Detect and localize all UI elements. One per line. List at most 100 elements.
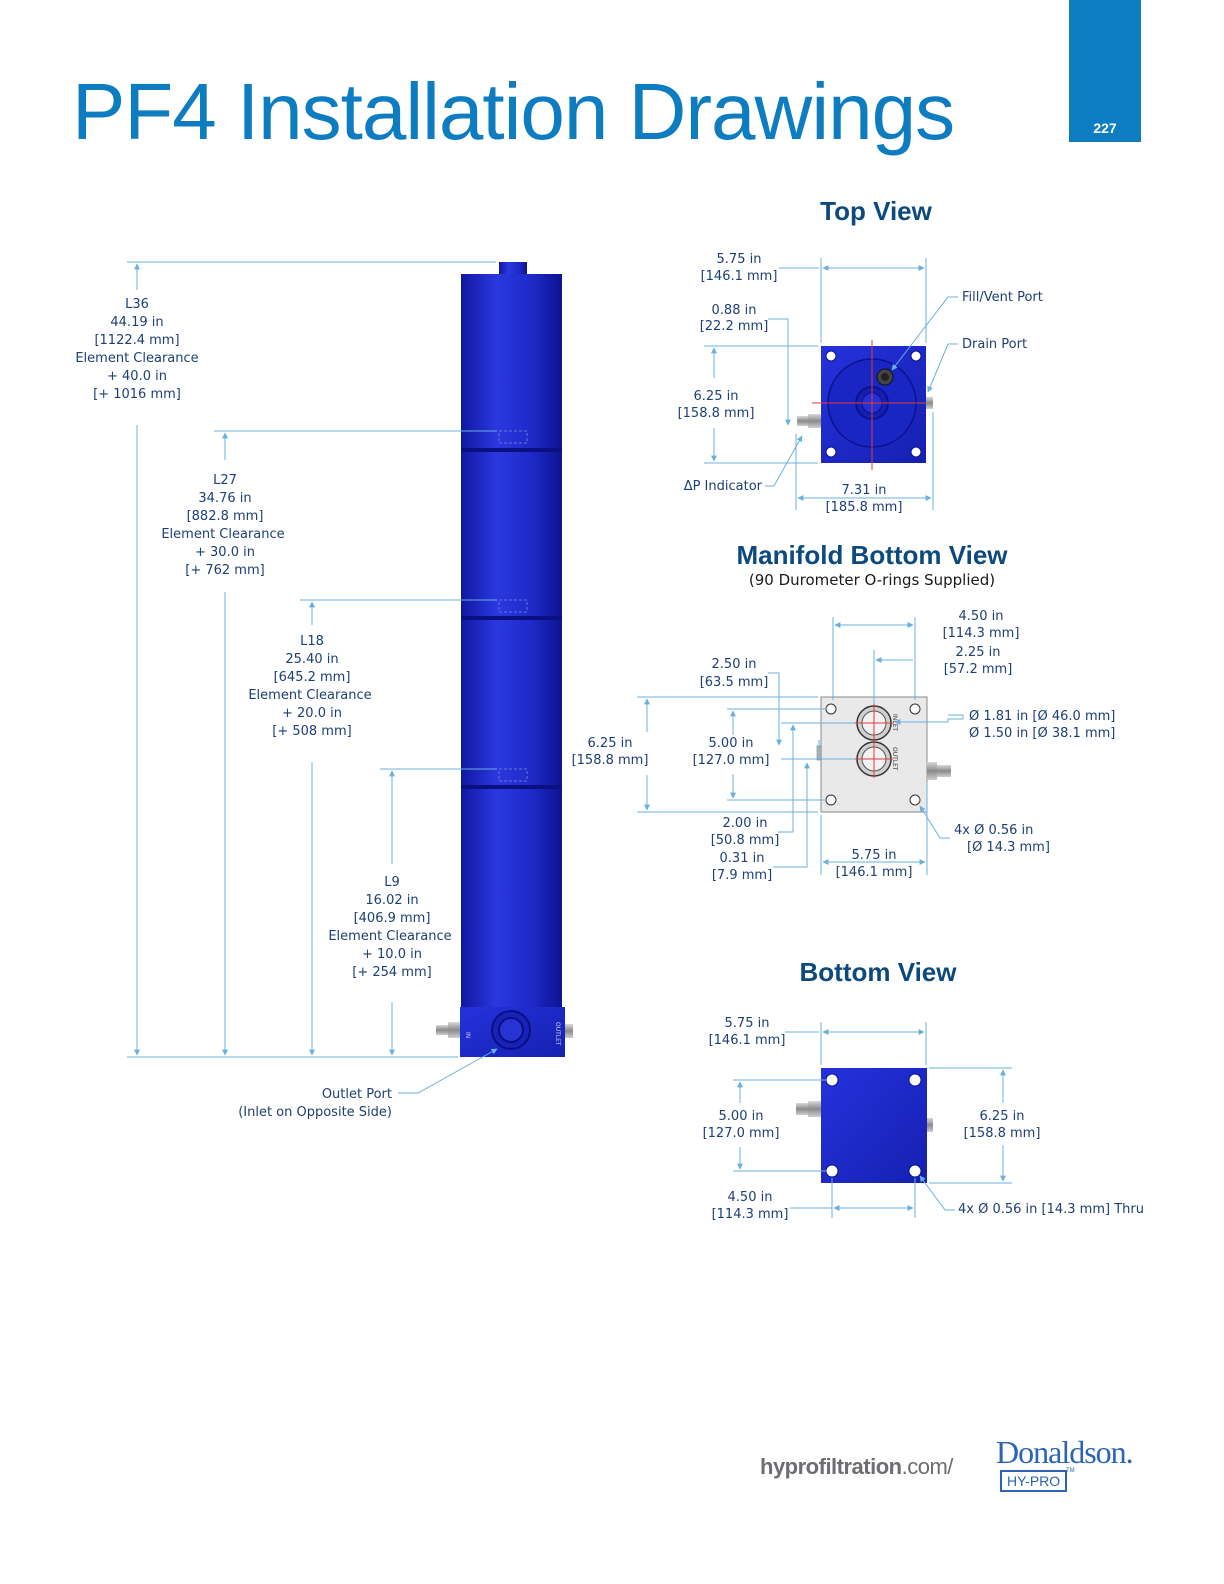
top-height-mm: [158.8 mm]	[678, 406, 755, 421]
l9-clearance: + 10.0 in	[362, 947, 422, 962]
outlet-port-callout: Outlet Port (Inlet on Opposite Side)	[238, 1087, 392, 1120]
bottom-d450-mm: [114.3 mm]	[712, 1207, 789, 1222]
housing-engraving-in: IN	[464, 1032, 471, 1038]
manifold-d625-in: 6.25 in	[588, 736, 633, 751]
top-width-in: 5.75 in	[717, 252, 762, 267]
manifold-d575-in: 5.75 in	[852, 848, 897, 863]
l36-clearance-mm: [+ 1016 mm]	[93, 387, 181, 402]
top-overall-mm: [185.8 mm]	[826, 500, 903, 515]
bottom-width-in: 5.75 in	[725, 1016, 770, 1031]
l27-label: L27	[213, 473, 237, 488]
l36-label: L36	[125, 297, 149, 312]
bottom-view-dimension-lines	[733, 1022, 1012, 1218]
counterbore-diameter: Ø 1.81 in [Ø 46.0 mm]	[969, 709, 1115, 724]
manifold-d031-in: 0.31 in	[720, 851, 765, 866]
manifold-view-title: Manifold Bottom View	[736, 540, 1008, 570]
top-view: Top View	[678, 196, 1043, 515]
l18-clearance: + 20.0 in	[282, 706, 342, 721]
l27-length-mm: [882.8 mm]	[187, 509, 264, 524]
manifold-d500-mm: [127.0 mm]	[693, 753, 770, 768]
top-view-dimension-lines	[704, 258, 958, 510]
manifold-holes-mm: [Ø 14.3 mm]	[967, 840, 1050, 855]
filter-housing: IN OUTLET	[436, 262, 573, 1057]
manifold-d031-mm: [7.9 mm]	[712, 868, 772, 883]
manifold-d200-mm: [50.8 mm]	[711, 833, 780, 848]
outlet-port: OUTLET	[855, 740, 898, 778]
fill-vent-port-label: Fill/Vent Port	[962, 290, 1043, 305]
l18-label: L18	[300, 634, 324, 649]
housing-engraving-outlet: OUTLET	[554, 1022, 561, 1046]
drain-port-label: Drain Port	[962, 337, 1027, 352]
top-offset-in: 0.88 in	[712, 303, 757, 318]
dimension-l18: L18 25.40 in [645.2 mm] Element Clearanc…	[248, 634, 371, 739]
bottom-d450-in: 4.50 in	[728, 1190, 773, 1205]
manifold-d250-in: 2.50 in	[712, 657, 757, 672]
l9-length-mm: [406.9 mm]	[354, 911, 431, 926]
l9-label: L9	[384, 875, 400, 890]
bottom-d625-mm: [158.8 mm]	[964, 1126, 1041, 1141]
footer-url-bold: hyprofiltration	[760, 1454, 902, 1479]
manifold-bottom-view: Manifold Bottom View (90 Durometer O-rin…	[572, 540, 1116, 883]
manifold-d575-mm: [146.1 mm]	[836, 865, 913, 880]
l27-clearance-mm: [+ 762 mm]	[185, 563, 264, 578]
manifold-d225-in: 2.25 in	[956, 645, 1001, 660]
bottom-width-mm: [146.1 mm]	[709, 1033, 786, 1048]
inlet-tag: INLET	[891, 714, 898, 731]
l18-clearance-label: Element Clearance	[248, 688, 371, 703]
bottom-holes-label: 4x Ø 0.56 in [14.3 mm] Thru	[958, 1202, 1144, 1217]
l36-length: 44.19 in	[110, 315, 163, 330]
manifold-d450-in: 4.50 in	[959, 609, 1004, 624]
bottom-view: Bottom View 5.75	[703, 957, 1144, 1222]
l36-length-mm: [1122.4 mm]	[94, 333, 179, 348]
l9-clearance-mm: [+ 254 mm]	[352, 965, 431, 980]
manifold-dimension-lines	[637, 617, 964, 875]
l18-length-mm: [645.2 mm]	[274, 670, 351, 685]
page-number: 227	[1093, 120, 1117, 136]
l9-clearance-label: Element Clearance	[328, 929, 451, 944]
dimension-l9: L9 16.02 in [406.9 mm] Element Clearance…	[328, 875, 451, 980]
dp-indicator-label: ΔP Indicator	[684, 479, 763, 494]
logo-hy-pro: HY-PRO	[1000, 1470, 1068, 1492]
side-view-extension-lines	[127, 261, 497, 1058]
manifold-d450-mm: [114.3 mm]	[943, 626, 1020, 641]
manifold-holes-label: 4x Ø 0.56 in	[954, 823, 1033, 838]
bottom-d500-mm: [127.0 mm]	[703, 1126, 780, 1141]
manifold-d625-mm: [158.8 mm]	[572, 753, 649, 768]
manifold-d500-in: 5.00 in	[709, 736, 754, 751]
footer-url-rest: .com/	[901, 1454, 954, 1479]
dimension-l36: L36 44.19 in [1122.4 mm] Element Clearan…	[75, 297, 198, 402]
top-width-mm: [146.1 mm]	[701, 269, 778, 284]
l9-length: 16.02 in	[365, 893, 418, 908]
bottom-view-body	[821, 1068, 927, 1183]
bottom-d500-in: 5.00 in	[719, 1109, 764, 1124]
page-title: PF4 Installation Drawings	[72, 67, 955, 156]
manifold-d250-mm: [63.5 mm]	[700, 675, 769, 690]
page-number-tab: 227	[1069, 0, 1141, 142]
top-offset-mm: [22.2 mm]	[700, 319, 769, 334]
outlet-tag: OUTLET	[891, 747, 898, 771]
side-view: IN OUTLET L36 44.19 in [1122.4 mm]	[75, 261, 573, 1120]
l18-length: 25.40 in	[285, 652, 338, 667]
l36-clearance-label: Element Clearance	[75, 351, 198, 366]
footer-url[interactable]: hyprofiltration.com/	[760, 1454, 953, 1480]
l27-clearance-label: Element Clearance	[161, 527, 284, 542]
bore-diameter: Ø 1.50 in [Ø 38.1 mm]	[969, 726, 1115, 741]
logo-trademark: TM	[1066, 1468, 1075, 1474]
bottom-d625-in: 6.25 in	[980, 1109, 1025, 1124]
manifold-d200-in: 2.00 in	[723, 816, 768, 831]
l27-clearance: + 30.0 in	[195, 545, 255, 560]
top-view-title: Top View	[820, 196, 932, 226]
donaldson-logo: Donaldson. HY-PRO TM	[996, 1434, 1146, 1496]
l18-clearance-mm: [+ 508 mm]	[272, 724, 351, 739]
outlet-port-label: Outlet Port	[322, 1087, 392, 1102]
outlet-port-note: (Inlet on Opposite Side)	[238, 1105, 392, 1120]
manifold-d225-mm: [57.2 mm]	[944, 662, 1013, 677]
side-view-dimension-lines	[134, 263, 498, 1094]
top-overall-in: 7.31 in	[842, 483, 887, 498]
bottom-view-title: Bottom View	[800, 957, 958, 987]
manifold-view-subtitle: (90 Durometer O-rings Supplied)	[749, 571, 995, 589]
l36-clearance: + 40.0 in	[107, 369, 167, 384]
dimension-l27: L27 34.76 in [882.8 mm] Element Clearanc…	[161, 473, 284, 578]
top-height-in: 6.25 in	[694, 389, 739, 404]
